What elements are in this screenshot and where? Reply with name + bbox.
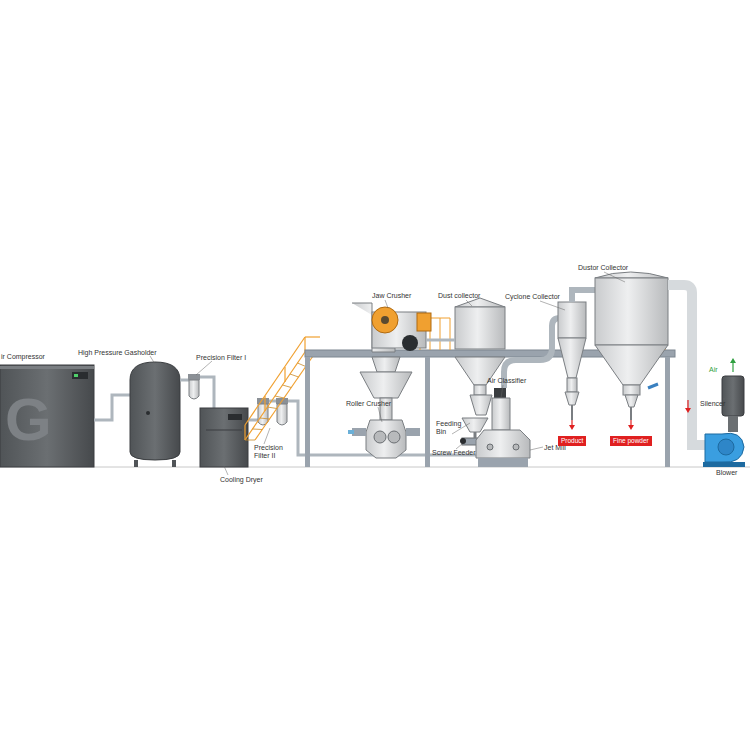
part-label: Dust collector (438, 292, 480, 300)
stair-step (298, 363, 306, 367)
stair-step (268, 407, 277, 409)
part-label: Screw Feeder (432, 449, 476, 457)
part-label: Silencer (700, 400, 725, 408)
part-label: Blower (716, 469, 737, 477)
part-label: ir Compressor (1, 353, 45, 361)
stair-step (275, 396, 284, 398)
part-label: High Pressure Gasholder (78, 349, 157, 357)
output-box: Product (558, 436, 586, 446)
stair-step (290, 374, 299, 377)
part-label: Jaw Crusher (372, 292, 411, 300)
part-label: Dustor Collector (578, 264, 628, 272)
part-label: Precision Filter I (196, 354, 246, 362)
part-label: Cooling Dryer (220, 476, 263, 484)
stair-step (253, 429, 263, 431)
stair-step (260, 418, 270, 419)
part-label: Air (709, 366, 718, 374)
part-label: Air Classifier (487, 377, 526, 385)
part-label: Roller Crusher (346, 400, 391, 408)
svg-text:G: G (5, 386, 52, 453)
part-label: Precision Filter II (254, 444, 288, 460)
output-box: Fine powder (610, 436, 652, 446)
output-label: Product (561, 437, 583, 444)
stair-step (245, 440, 255, 441)
part-label: Cyclone Collector (505, 293, 560, 301)
output-label: Fine powder (613, 437, 649, 444)
stair-step (283, 385, 292, 388)
part-label: Feeding Bin (436, 420, 460, 436)
